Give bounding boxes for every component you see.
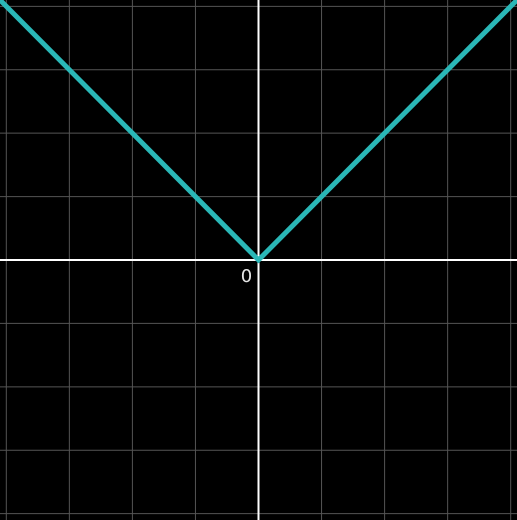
series-line bbox=[0, 0, 517, 264]
origin-label: 0 bbox=[241, 266, 252, 287]
series-layer bbox=[0, 0, 517, 264]
